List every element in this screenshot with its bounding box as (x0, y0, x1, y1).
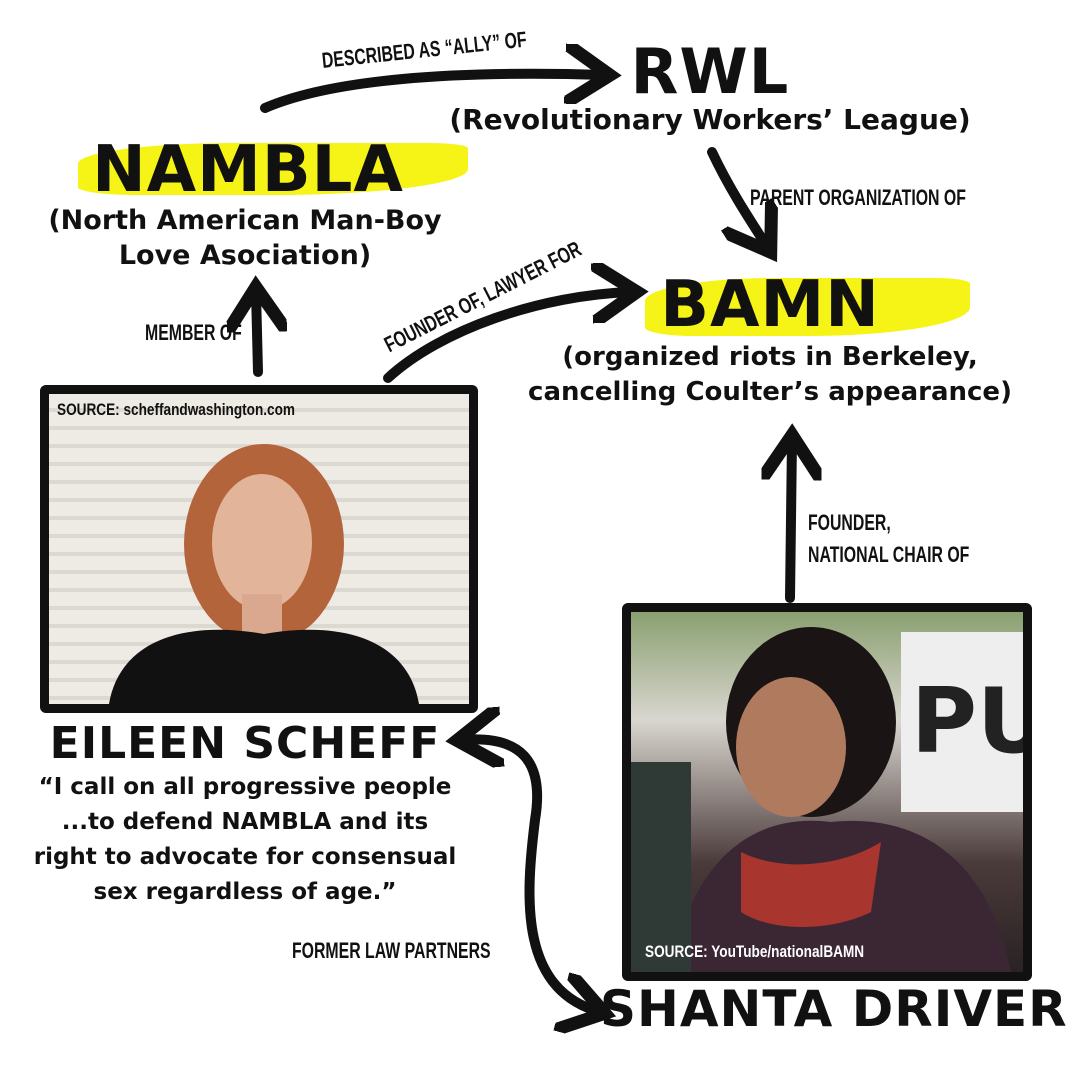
nambla-subtitle-line1: (North American Man-Boy (48, 205, 442, 236)
nambla-highlight (78, 143, 468, 195)
quote-line4: sex regardless of age.” (93, 879, 397, 905)
rwl-title: RWL (630, 35, 790, 108)
bamn-subtitle-line2: cancelling Coulter’s appearance) (528, 377, 1012, 407)
quote-line1: “I call on all progressive people (38, 774, 452, 800)
shanta-driver-photo: PU SOURCE: YouTube/nationalBAMN (622, 603, 1032, 981)
shanta-photo-source: SOURCE: YouTube/nationalBAMN (645, 942, 865, 961)
arrow-parent (707, 147, 768, 248)
label-national-chair: NATIONAL CHAIR OF (808, 542, 970, 567)
label-partners: FORMER LAW PARTNERS (292, 938, 491, 963)
eileen-photo-source: SOURCE: scheffandwashington.com (57, 400, 296, 419)
arrow-founder-chair (790, 440, 792, 603)
rwl-subtitle: (Revolutionary Workers’ League) (449, 103, 971, 136)
eileen-scheff-photo: SOURCE: scheffandwashington.com (40, 385, 478, 713)
arrow-partners (462, 739, 600, 1012)
svg-text:PU: PU (911, 669, 1023, 774)
arrow-founder-lawyer (383, 292, 632, 383)
label-member: MEMBER OF (145, 320, 242, 345)
portrait-silhouette-icon (109, 444, 419, 704)
bamn-subtitle-line1: (organized riots in Berkeley, (562, 342, 978, 372)
arrow-member (256, 292, 258, 377)
quote-line2: ...to defend NAMBLA and its (61, 809, 429, 835)
bamn-highlight (645, 278, 970, 336)
portrait-silhouette-icon: PU (631, 627, 1023, 972)
label-founder: FOUNDER, (808, 510, 891, 535)
nambla-subtitle-line2: Love Asociation) (118, 240, 372, 271)
label-parent: PARENT ORGANIZATION OF (750, 185, 966, 210)
eileen-scheff-name: EILEEN SCHEFF (49, 718, 441, 769)
bamn-title: BAMN (660, 268, 880, 342)
shanta-driver-name: SHANTA DRIVER (600, 980, 1068, 1038)
quote-line3: right to advocate for consensual (33, 844, 457, 870)
nambla-title: NAMBLA (92, 133, 404, 207)
arrow-ally (260, 74, 605, 113)
